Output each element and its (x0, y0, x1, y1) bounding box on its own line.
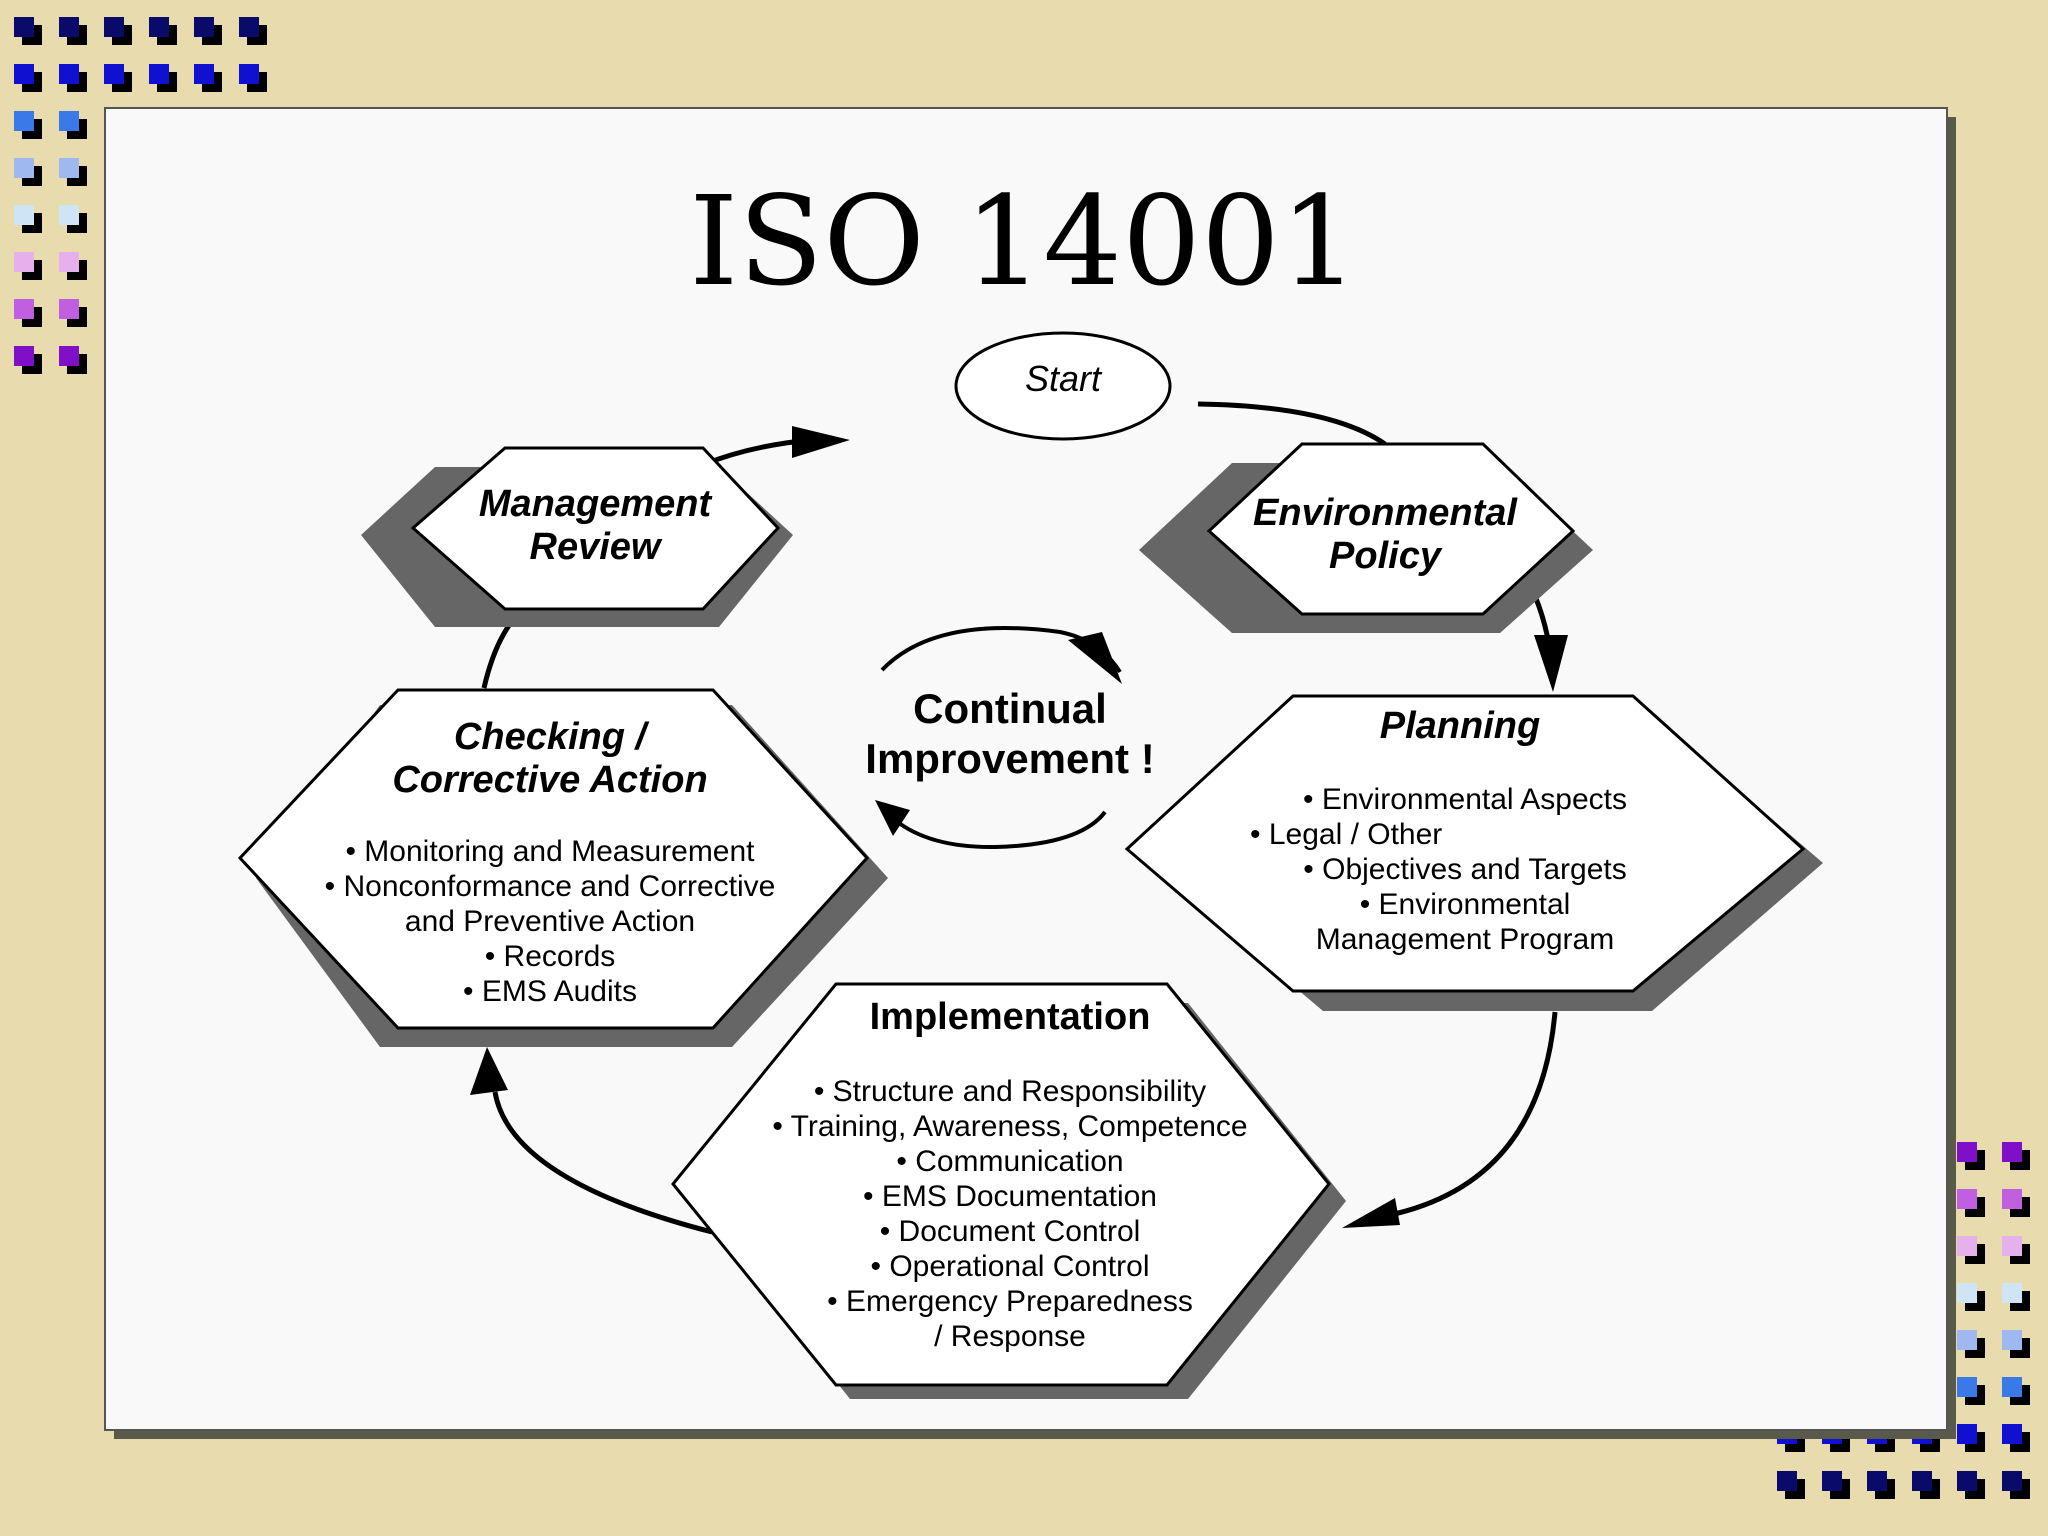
implementation-bullet-6: • Operational Control (870, 1250, 1150, 1283)
continual-improvement-line1: Continual (913, 685, 1107, 732)
checking-title-line2: Corrective Action (392, 759, 708, 801)
planning-bullet-2: • Legal / Other (1250, 818, 1443, 851)
management-review-hexagon (410, 446, 781, 611)
checking-bullet-4: • Records (484, 940, 616, 973)
checking-hexagon (237, 688, 870, 1030)
planning-bullet-4: • Environmental (1359, 888, 1571, 921)
management-review-line2: Review (529, 526, 661, 568)
checking-bullet-2: • Nonconformance and Corrective (324, 870, 776, 903)
planning-title: Planning (1379, 705, 1541, 747)
planning-bullet-3: • Objectives and Targets (1303, 853, 1627, 886)
implementation-hexagon (671, 982, 1331, 1387)
implementation-bullet-3: • Communication (896, 1145, 1124, 1178)
arrow-planning-to-implementation (1389, 1011, 1558, 1218)
planning-bullets: • Environmental Aspects • Legal / Other … (1210, 782, 1720, 957)
arrow-start-to-policy (1197, 401, 1387, 447)
planning-bullet-1: • Environmental Aspects (1303, 783, 1627, 816)
checking-title: Checking / Corrective Action (350, 716, 750, 802)
decorative-squares-top-left (14, 17, 267, 374)
continual-improvement-label: Continual Improvement ! (830, 684, 1190, 784)
implementation-bullet-8: / Response (934, 1320, 1086, 1353)
center-loop-arrowhead-top (1068, 632, 1122, 684)
checking-bullets: • Monitoring and Measurement • Nonconfor… (290, 834, 810, 1009)
checking-bullet-5: • EMS Audits (463, 975, 637, 1008)
environmental-policy-label: Environmental Policy (1220, 492, 1550, 578)
management-review-label: Management Review (430, 483, 760, 569)
implementation-bullets: • Structure and Responsibility • Trainin… (720, 1074, 1300, 1354)
environmental-policy-line2: Policy (1329, 535, 1441, 577)
planning-hexagon (1124, 694, 1806, 993)
center-loop-bottom (893, 810, 1107, 850)
implementation-bullet-7: • Emergency Preparedness (827, 1285, 1193, 1318)
arrowhead-checking (470, 1047, 508, 1095)
arrowhead-implementation (1342, 1198, 1400, 1228)
page-title: ISO 14001 (689, 170, 1359, 314)
planning-bullet-5: Management Program (1315, 923, 1615, 956)
continual-improvement-line2: Improvement ! (865, 735, 1155, 782)
arrowhead-start (792, 426, 850, 458)
checking-bullet-1: • Monitoring and Measurement (345, 835, 755, 868)
implementation-title: Implementation (869, 996, 1151, 1038)
checking-title-line1: Checking / (453, 716, 647, 758)
arrowhead-planning (1534, 635, 1568, 692)
implementation-bullet-5: • Document Control (879, 1215, 1141, 1248)
center-loop-arrowhead-bottom (875, 800, 910, 836)
environmental-policy-hexagon (1206, 442, 1576, 616)
implementation-bullet-2: • Training, Awareness, Competence (772, 1110, 1248, 1143)
management-review-line1: Management (478, 483, 712, 525)
implementation-bullet-1: • Structure and Responsibility (813, 1075, 1207, 1108)
implementation-bullet-4: • EMS Documentation (863, 1180, 1157, 1213)
environmental-policy-line1: Environmental (1253, 492, 1517, 534)
start-node (954, 331, 1172, 441)
checking-bullet-3: and Preventive Action (404, 905, 696, 938)
start-label: Start (1024, 358, 1102, 399)
arrow-implementation-to-checking (492, 1091, 713, 1235)
